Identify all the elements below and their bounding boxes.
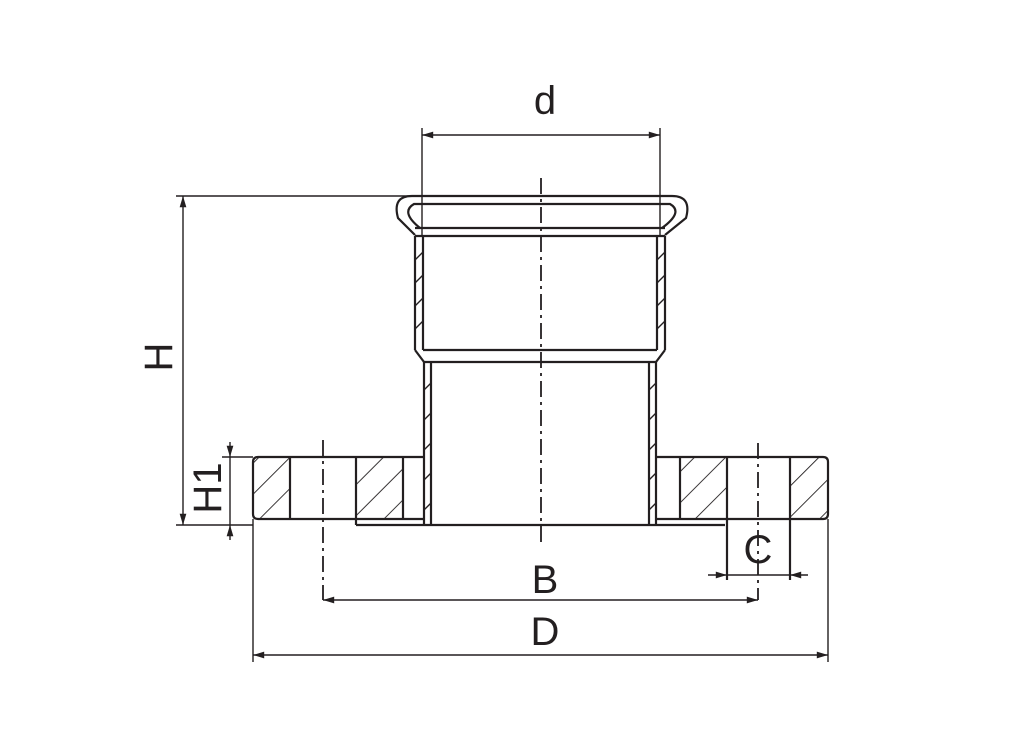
dimension-C: C (708, 528, 808, 579)
flange-right (656, 443, 830, 600)
flange-left (251, 440, 424, 600)
dimension-d: d (421, 79, 661, 236)
label-B: B (532, 558, 559, 602)
dimension-D: D (252, 519, 829, 662)
dimension-H1: H1 (186, 442, 253, 540)
socket-rim (395, 194, 689, 238)
dimension-B: B (323, 558, 758, 604)
dimension-H: H (137, 195, 412, 526)
label-H: H (137, 343, 181, 372)
socket-body (413, 236, 667, 364)
label-C: C (744, 528, 773, 572)
label-d: d (534, 79, 556, 123)
pipe (356, 362, 725, 527)
label-H1: H1 (186, 462, 230, 513)
label-D: D (531, 610, 560, 654)
